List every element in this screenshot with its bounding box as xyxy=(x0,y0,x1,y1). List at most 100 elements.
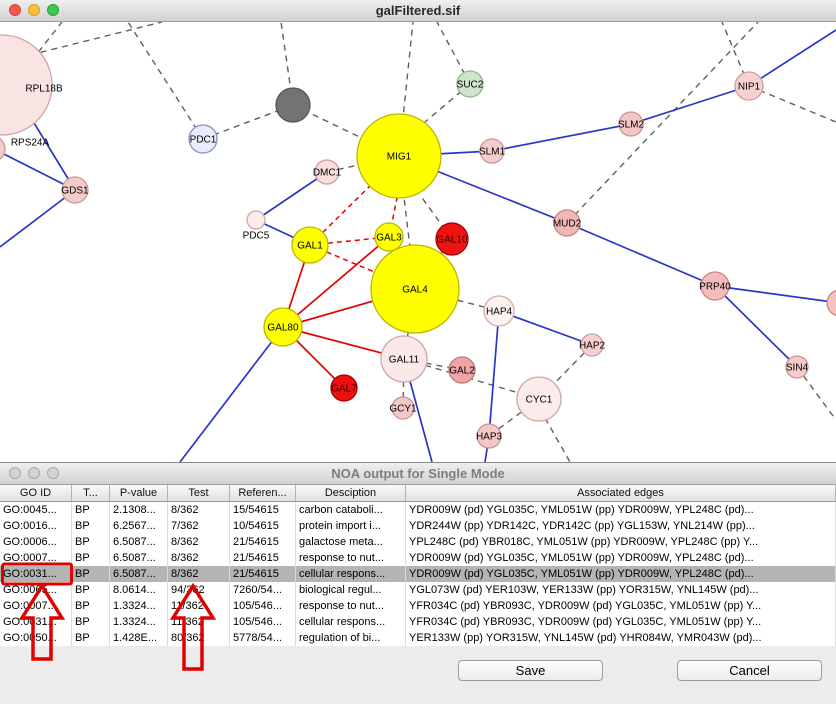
column-header-goid[interactable]: GO ID xyxy=(0,485,72,501)
node-HAP4[interactable] xyxy=(483,295,515,327)
node-label-GAL7: GAL7 xyxy=(331,384,357,395)
edge-dash[interactable] xyxy=(544,417,571,462)
column-header-pvalue[interactable]: P-value xyxy=(110,485,168,501)
node-GAL1[interactable] xyxy=(291,226,329,264)
edge-dash[interactable] xyxy=(127,22,204,140)
zoom-button[interactable] xyxy=(47,4,59,16)
node-DMC1[interactable] xyxy=(314,159,340,185)
node-CYC1[interactable] xyxy=(516,376,562,422)
node-label-CYC1: CYC1 xyxy=(526,395,553,406)
minimize-button[interactable] xyxy=(28,4,40,16)
node-GAL10[interactable] xyxy=(435,222,469,256)
edge-dash[interactable] xyxy=(419,194,453,240)
node-MIG1[interactable] xyxy=(356,113,442,199)
column-header-test[interactable]: Test xyxy=(168,485,230,501)
edge-blue[interactable] xyxy=(488,310,500,437)
node-GAL3[interactable] xyxy=(374,222,404,252)
table-cell: 6.5087... xyxy=(110,534,168,550)
window-controls xyxy=(9,4,59,16)
node-label-GCY1: GCY1 xyxy=(389,404,417,415)
edge-blue[interactable] xyxy=(0,189,76,248)
edge-red[interactable] xyxy=(282,236,390,328)
edge-dash[interactable] xyxy=(424,83,471,123)
edge-dash[interactable] xyxy=(566,22,759,224)
node-unlabeled[interactable] xyxy=(826,289,836,317)
edge-blue[interactable] xyxy=(498,310,593,346)
node-RPS24A[interactable] xyxy=(0,136,6,162)
edge-blue[interactable] xyxy=(714,285,836,304)
network-window-titlebar[interactable]: galFiltered.sif xyxy=(0,0,836,22)
table-cell: GO:0007... xyxy=(0,550,72,566)
edge-dash[interactable] xyxy=(29,22,163,56)
minimize-button[interactable] xyxy=(28,467,40,479)
node-GAL4[interactable] xyxy=(370,244,460,334)
table-cell: 10/54615 xyxy=(230,518,296,534)
node-NIP1[interactable] xyxy=(734,71,764,101)
column-header-desciption[interactable]: Desciption xyxy=(296,485,406,501)
node-RPL18B[interactable] xyxy=(0,34,53,136)
edge-blue[interactable] xyxy=(179,326,284,462)
node-GAL7[interactable] xyxy=(330,374,358,402)
cancel-button[interactable]: Cancel xyxy=(677,660,822,681)
table-cell: cellular respons... xyxy=(296,614,406,630)
node-PDC1[interactable] xyxy=(188,124,218,154)
table-cell: BP xyxy=(72,582,110,598)
edge-blue[interactable] xyxy=(714,285,798,368)
table-cell: regulation of bi... xyxy=(296,630,406,646)
save-button[interactable]: Save xyxy=(458,660,603,681)
column-header-t[interactable]: T... xyxy=(72,485,110,501)
edge-dash[interactable] xyxy=(292,104,400,157)
edge-blue[interactable] xyxy=(748,29,836,87)
close-button[interactable] xyxy=(9,467,21,479)
edge-dash[interactable] xyxy=(402,358,405,409)
node-GDS1[interactable] xyxy=(61,176,89,204)
table-cell: 21/54615 xyxy=(230,566,296,582)
column-header-referen[interactable]: Referen... xyxy=(230,485,296,501)
node-SUC2[interactable] xyxy=(456,70,484,98)
edge-blue[interactable] xyxy=(491,123,632,152)
node-label-DMC1: DMC1 xyxy=(313,168,342,179)
close-button[interactable] xyxy=(9,4,21,16)
edge-reddash[interactable] xyxy=(309,183,373,246)
node-label-PDC1: PDC1 xyxy=(190,135,217,146)
node-label-SLM1: SLM1 xyxy=(479,147,506,158)
node-HAP2[interactable] xyxy=(580,333,604,357)
edge-blue[interactable] xyxy=(0,151,76,191)
column-header-associatededges[interactable]: Associated edges xyxy=(406,485,836,501)
node-GCY1[interactable] xyxy=(391,396,415,420)
edge-dash[interactable] xyxy=(538,344,593,400)
node-GAL2[interactable] xyxy=(448,356,476,384)
noa-window-titlebar[interactable]: NOA output for Single Mode xyxy=(0,463,836,485)
node-PRP40[interactable] xyxy=(700,271,730,301)
zoom-button[interactable] xyxy=(47,467,59,479)
node-GAL11[interactable] xyxy=(380,335,428,383)
node-HAP3[interactable] xyxy=(476,423,502,449)
edge-blue[interactable] xyxy=(630,85,750,125)
edge-blue[interactable] xyxy=(566,222,716,287)
node-MUD2[interactable] xyxy=(553,209,581,237)
node-SIN4[interactable] xyxy=(785,355,809,379)
node-SLM2[interactable] xyxy=(618,111,644,137)
node-PDC5[interactable] xyxy=(246,210,266,230)
table-cell: YDR009W (pd) YGL035C, YML051W (pp) YDR00… xyxy=(406,550,836,566)
node-SLM1[interactable] xyxy=(479,138,505,164)
table-cell: GO:0065... xyxy=(0,582,72,598)
node-unlabeled[interactable] xyxy=(275,87,311,123)
edge-blue[interactable] xyxy=(255,171,328,221)
edge-reddash[interactable] xyxy=(388,197,398,238)
edge-dash[interactable] xyxy=(748,85,836,123)
node-GAL80[interactable] xyxy=(263,307,303,347)
